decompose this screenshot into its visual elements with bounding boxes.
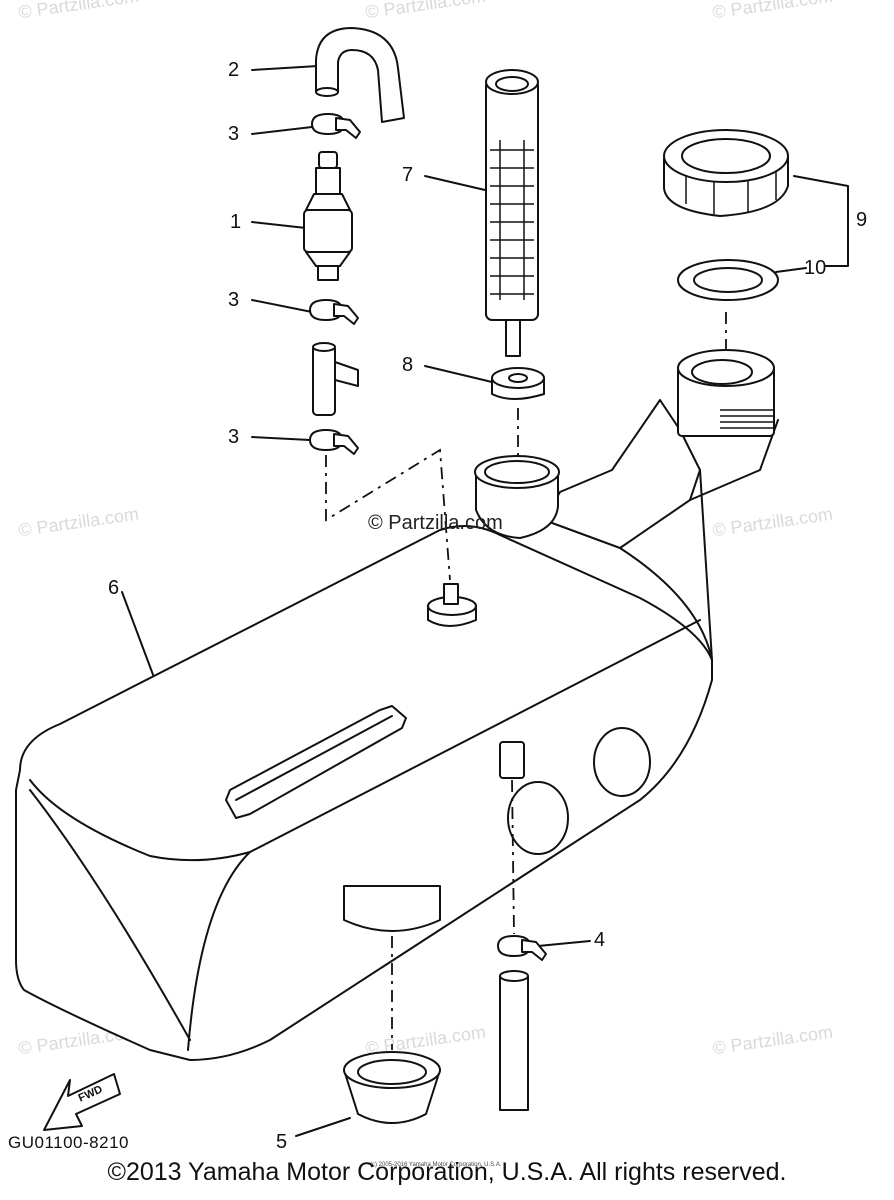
- part-9-cap: [663, 129, 789, 217]
- callout-3: 3: [228, 289, 240, 311]
- callout-4: 4: [594, 929, 606, 951]
- callout-7: 7: [402, 164, 414, 186]
- part-3-clamp-mid: [309, 299, 359, 325]
- part-1-fuel-filter: [303, 151, 353, 281]
- part-10-gasket: [677, 259, 779, 301]
- part-8-grommet: [491, 367, 545, 400]
- outlet-hose: [499, 970, 529, 1111]
- small-notice: (c) 2005-2016 Yamaha Motor Corporation, …: [370, 1162, 502, 1168]
- callout-3: 3: [228, 123, 240, 145]
- callout-1: 1: [230, 211, 242, 233]
- copyright-notice: ©2013 Yamaha Motor Corporation, U.S.A. A…: [107, 1158, 787, 1186]
- callout-3: 3: [228, 426, 240, 448]
- assembly-lines: [325, 312, 727, 1050]
- center-watermark: © Partzilla.com: [368, 512, 503, 534]
- callout-6: 6: [108, 577, 120, 599]
- leader-lines: [121, 65, 849, 1137]
- part-7-strainer: [485, 69, 539, 357]
- part-5-bushing: [343, 1051, 441, 1124]
- part-4-clamp: [497, 935, 547, 961]
- part-6-oil-tank: [15, 349, 779, 1061]
- callout-9: 9: [856, 209, 868, 231]
- diagram-code: GU01100-8210: [8, 1133, 129, 1152]
- part-2-hose: [315, 27, 405, 123]
- fwd-arrow-icon: [43, 1073, 121, 1131]
- t-joint: [312, 342, 359, 416]
- part-3-clamp-top: [311, 113, 361, 139]
- callout-5: 5: [276, 1131, 288, 1153]
- callout-10: 10: [804, 257, 827, 279]
- callout-2: 2: [228, 59, 240, 81]
- part-3-clamp-bottom: [309, 429, 359, 455]
- callout-8: 8: [402, 354, 414, 376]
